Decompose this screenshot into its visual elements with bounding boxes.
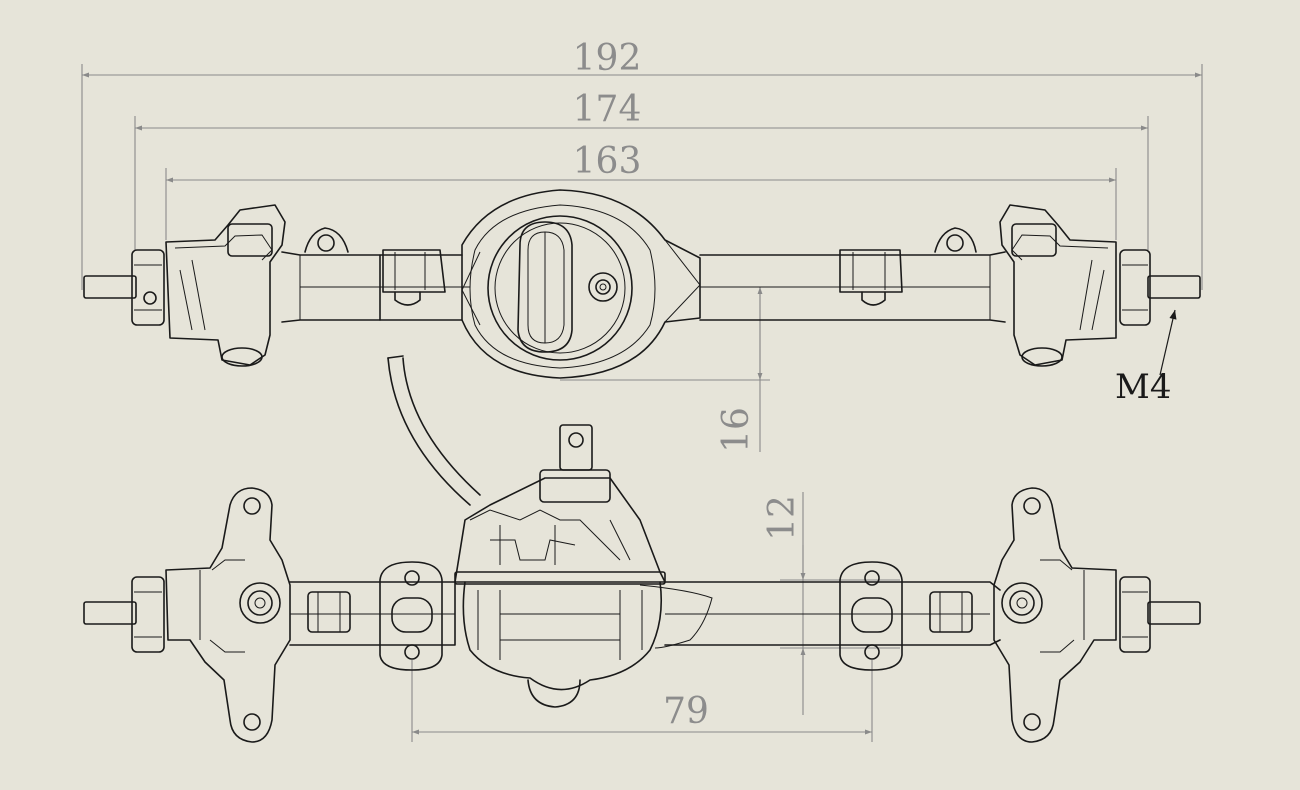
dimension-lines	[81, 64, 1203, 742]
dimension-79-label: 79	[663, 691, 709, 732]
thread-callout-label: M4	[1115, 367, 1171, 407]
dimension-163-label: 163	[573, 141, 642, 182]
axle-bottom-view	[83, 424, 1201, 743]
dimension-16-label: 16	[716, 407, 757, 453]
dimension-192-label: 192	[573, 38, 642, 79]
dimension-labels: 192 174 163 16 12 79 M4	[573, 38, 1177, 732]
axle-top-view	[83, 189, 1201, 506]
dimension-12-label: 12	[762, 495, 803, 541]
thread-callout-leader	[1159, 309, 1177, 376]
dimension-174-label: 174	[573, 89, 642, 130]
